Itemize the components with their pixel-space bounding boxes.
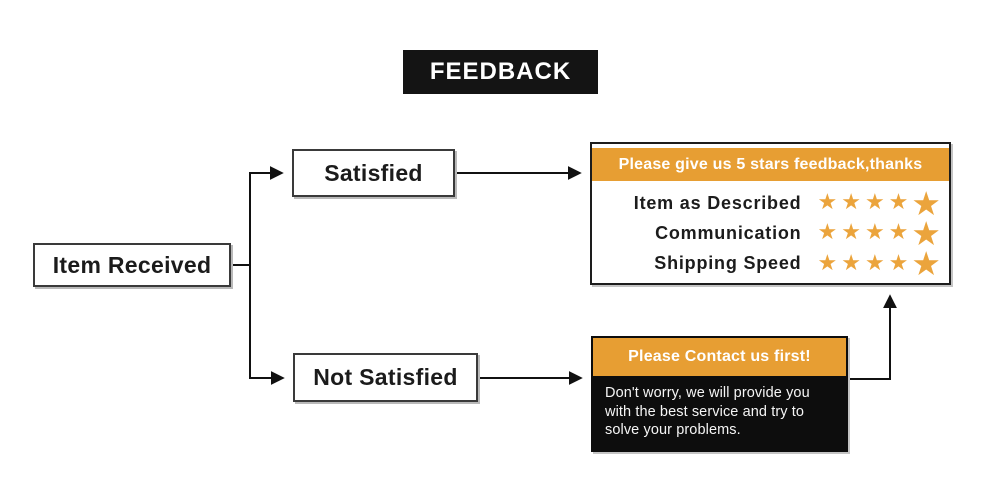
contact-box-header: Please Contact us first! — [593, 338, 846, 376]
star-rating: ★★★★★ — [813, 247, 941, 280]
star-icon: ★ — [841, 250, 861, 276]
rating-row: Item as Described ★★★★★ — [592, 187, 941, 220]
contact-box-header-label: Please Contact us first! — [628, 348, 811, 365]
contact-first-box: Please Contact us first! Don't worry, we… — [591, 336, 848, 452]
star-icon: ★ — [888, 250, 909, 276]
rating-row: Communication ★★★★★ — [592, 217, 941, 250]
page-title-label: FEEDBACK — [429, 58, 572, 85]
rating-row: Shipping Speed ★★★★★ — [592, 247, 941, 280]
star-icon: ★ — [888, 220, 909, 246]
star-rating: ★★★★★ — [813, 187, 941, 220]
star-icon: ★ — [841, 190, 861, 216]
star-icon: ★ — [911, 244, 941, 284]
rating-label: Shipping Speed — [654, 253, 802, 274]
star-icon: ★ — [888, 190, 909, 216]
stars-box-header-label: Please give us 5 stars feedback,thanks — [618, 155, 923, 173]
star-icon: ★ — [911, 213, 941, 253]
five-stars-feedback-box: Please give us 5 stars feedback,thanks I… — [590, 142, 951, 285]
node-satisfied: Satisfied — [292, 149, 455, 197]
arrow-contact-to-stars — [850, 294, 897, 380]
star-icon: ★ — [911, 183, 941, 223]
rating-rows: Item as Described★★★★★Communication★★★★★… — [592, 187, 941, 281]
star-icon: ★ — [817, 220, 838, 246]
star-rating: ★★★★★ — [813, 217, 941, 250]
stars-box-header: Please give us 5 stars feedback,thanks — [592, 148, 949, 181]
page-title: FEEDBACK — [403, 50, 598, 94]
star-icon: ★ — [817, 190, 838, 216]
node-satisfied-label: Satisfied — [324, 159, 423, 186]
star-icon: ★ — [817, 250, 838, 276]
node-not-satisfied: Not Satisfied — [293, 353, 478, 402]
node-not-satisfied-label: Not Satisfied — [313, 364, 458, 390]
contact-box-body: Don't worry, we will provide you with th… — [593, 376, 846, 450]
node-item-received-label: Item Received — [52, 251, 212, 278]
rating-label: Item as Described — [633, 192, 802, 213]
star-icon: ★ — [841, 220, 861, 246]
rating-label: Communication — [655, 222, 802, 243]
node-item-received: Item Received — [33, 243, 231, 287]
star-icon: ★ — [864, 250, 885, 276]
star-icon: ★ — [864, 190, 885, 216]
star-icon: ★ — [864, 220, 885, 246]
